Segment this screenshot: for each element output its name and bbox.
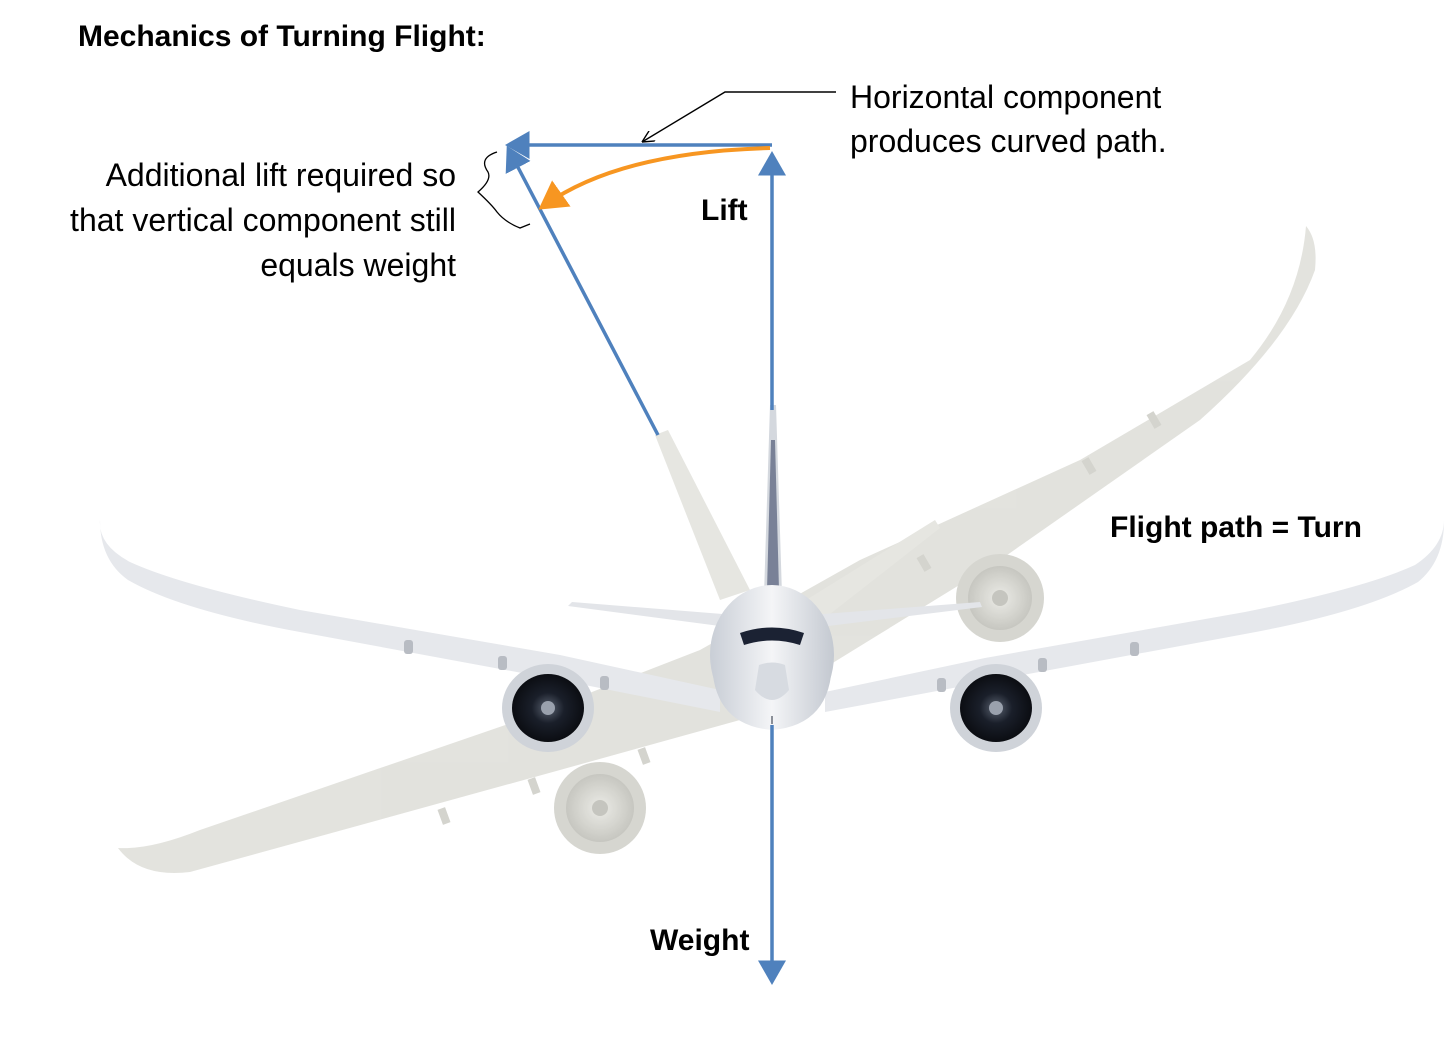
stabilizer-left	[568, 602, 735, 628]
ghost-stabilizer	[790, 520, 940, 628]
additional-lift-label-line1: Additional lift required so	[106, 157, 456, 193]
aircraft-front-view-icon	[99, 405, 1445, 752]
additional-lift-label-line2: that vertical component still	[70, 202, 456, 238]
flight-path-label: Flight path = Turn	[1110, 511, 1362, 544]
wing-left	[99, 520, 721, 712]
horizontal-leader-line	[642, 91, 836, 142]
stabilizer-right	[810, 602, 982, 628]
weight-label: Weight	[650, 924, 749, 957]
ghost-fin	[655, 430, 750, 600]
engine-left	[502, 664, 594, 752]
horizontal-label-line2: produces curved path.	[850, 123, 1167, 159]
engine-right	[950, 664, 1042, 752]
horizontal-label-line1: Horizontal component	[850, 79, 1161, 115]
additional-lift-label-line3: equals weight	[260, 247, 456, 283]
wing-right	[825, 518, 1445, 712]
diagram-title: Mechanics of Turning Flight:	[78, 20, 486, 53]
ghost-engine-left	[554, 762, 646, 854]
lift-label: Lift	[701, 194, 748, 227]
curly-brace	[477, 151, 531, 229]
force-vectors	[505, 131, 786, 985]
ghost-engine-right	[956, 554, 1044, 642]
ghost-aircraft	[118, 226, 1316, 873]
fuselage	[710, 585, 834, 730]
tilted-lift-vector	[505, 145, 660, 436]
annotations	[477, 91, 836, 229]
lift-rotation-arc	[538, 146, 771, 210]
